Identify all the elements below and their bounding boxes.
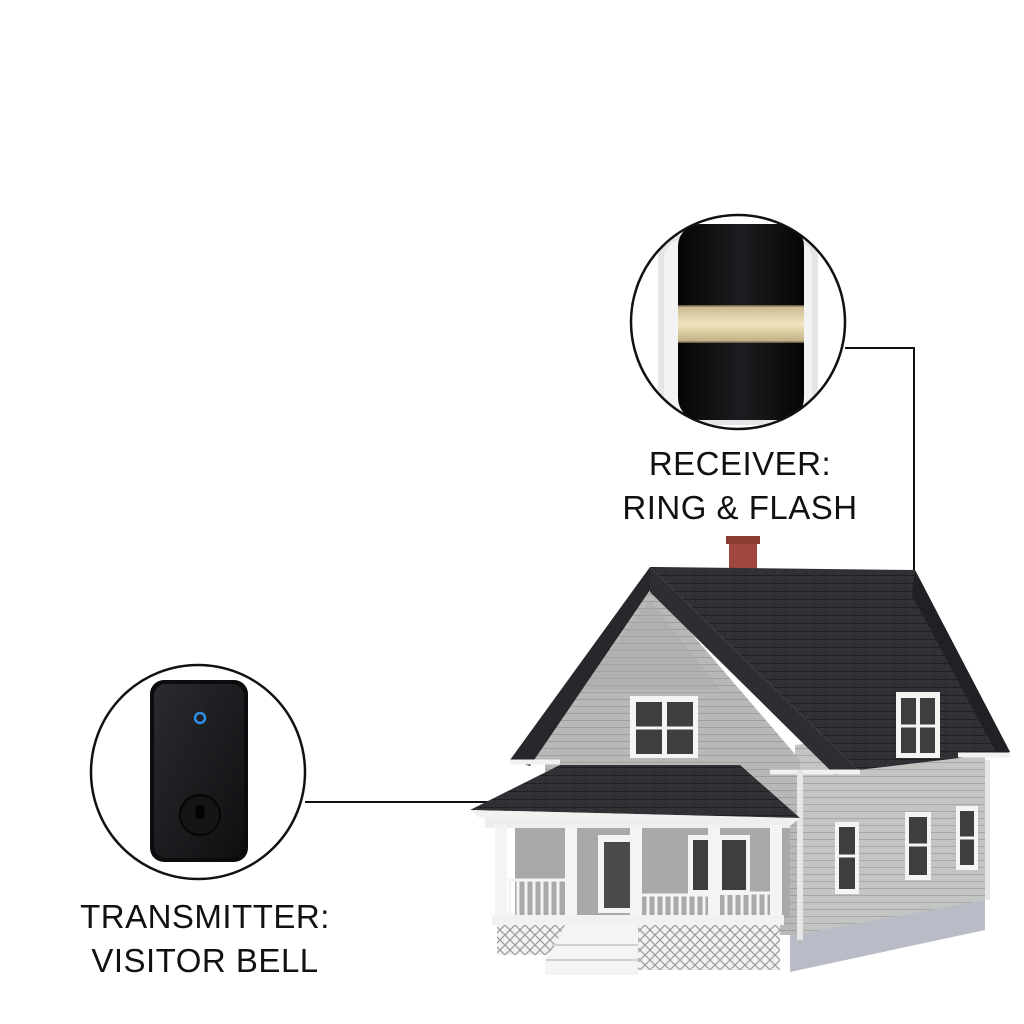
transmitter-label: TRANSMITTER: VISITOR BELL <box>50 895 360 983</box>
transmitter-device-icon <box>150 680 248 862</box>
upper-right-window <box>896 692 940 758</box>
led-indicator-icon <box>193 711 207 725</box>
receiver-label: RECEIVER: RING & FLASH <box>600 442 880 530</box>
transmitter-label-line2: VISITOR BELL <box>91 942 319 979</box>
transmitter-callout <box>89 663 307 881</box>
gable-window <box>630 696 698 758</box>
receiver-label-line2: RING & FLASH <box>622 489 858 526</box>
house-illustration <box>470 536 1010 975</box>
receiver-label-line1: RECEIVER: <box>648 445 832 482</box>
transmitter-label-line1: TRANSMITTER: <box>80 898 330 935</box>
receiver-device-icon <box>658 224 818 425</box>
receiver-callout <box>629 213 847 431</box>
